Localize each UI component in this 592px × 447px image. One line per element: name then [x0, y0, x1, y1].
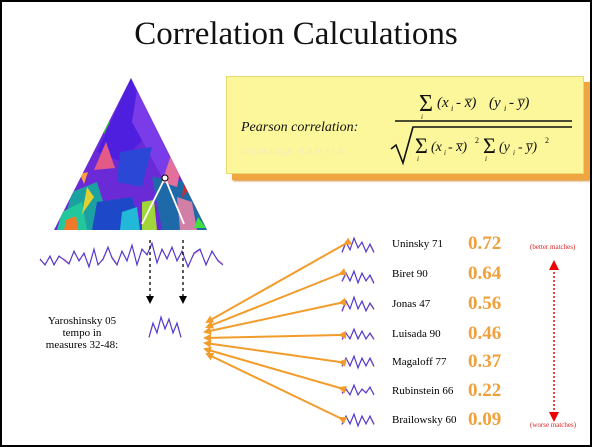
match-curves — [341, 236, 375, 428]
performer-name: Uninsky 71 — [392, 238, 444, 250]
correlation-value: 0.22 — [468, 380, 502, 401]
svg-text:i: i — [504, 104, 506, 113]
svg-text:- x̅): - x̅) — [448, 140, 467, 155]
svg-text:- x̅): - x̅) — [456, 95, 476, 111]
svg-text:2: 2 — [545, 136, 549, 145]
pearson-formula: Σ i (x i - x̅) (y i - y̅) Σ i (x i - x̅)… — [390, 91, 572, 166]
performer-name: Magaloff 77 — [392, 356, 447, 368]
performer-name: Brailowsky 60 — [392, 414, 457, 426]
svg-text:Σ: Σ — [419, 91, 433, 117]
svg-text:2: 2 — [475, 136, 479, 145]
svg-text:(x: (x — [437, 95, 449, 111]
query-curve — [148, 315, 182, 339]
svg-text:Σ: Σ — [415, 133, 428, 158]
svg-text:i: i — [513, 149, 515, 157]
pearson-label: Pearson correlation: — [241, 120, 359, 135]
output-range-label: output range: -1.0 to +1.0 — [241, 146, 344, 157]
svg-text:i: i — [444, 149, 446, 157]
svg-text:(y: (y — [489, 95, 501, 111]
scape-plot-triangle — [54, 78, 207, 230]
correlation-value: 0.56 — [468, 293, 502, 314]
slide-title: Correlation Calculations — [134, 16, 458, 52]
match-quality-scale — [549, 260, 559, 422]
correlation-value: 0.37 — [468, 351, 502, 372]
svg-text:(y: (y — [499, 140, 511, 155]
query-label-line: tempo in — [62, 327, 102, 339]
performer-name: Luisada 90 — [392, 328, 441, 340]
query-label-line: measures 32-48: — [45, 339, 119, 351]
query-label-line: Yaroshinsky 05 — [47, 315, 117, 327]
svg-text:Σ: Σ — [483, 133, 496, 158]
correlation-value: 0.09 — [468, 409, 502, 430]
performer-name: Biret 90 — [392, 268, 428, 280]
svg-text:- y̅): - y̅) — [518, 140, 537, 155]
query-label: Yaroshinsky 05 tempo in measures 32-48: — [32, 315, 132, 351]
correlation-value: 0.46 — [468, 323, 502, 344]
performer-name: Jonas 47 — [392, 298, 431, 310]
correlation-value: 0.64 — [468, 263, 502, 284]
better-matches-label: (better matches) — [530, 243, 576, 251]
svg-text:i: i — [485, 155, 487, 163]
selection-arrows — [146, 240, 187, 304]
svg-text:i: i — [417, 155, 419, 163]
full-tempo-curve — [39, 241, 224, 269]
correlation-value: 0.72 — [468, 233, 502, 254]
svg-text:- y̅): - y̅) — [509, 95, 529, 111]
worse-matches-label: (worse matches) — [530, 421, 577, 429]
svg-text:i: i — [451, 104, 453, 113]
performer-name: Rubinstein 66 — [392, 385, 454, 397]
formula-box: Pearson correlation: output range: -1.0 … — [226, 76, 584, 174]
svg-text:i: i — [421, 113, 423, 121]
svg-text:(x: (x — [431, 140, 443, 155]
comparison-arrows — [203, 237, 353, 425]
